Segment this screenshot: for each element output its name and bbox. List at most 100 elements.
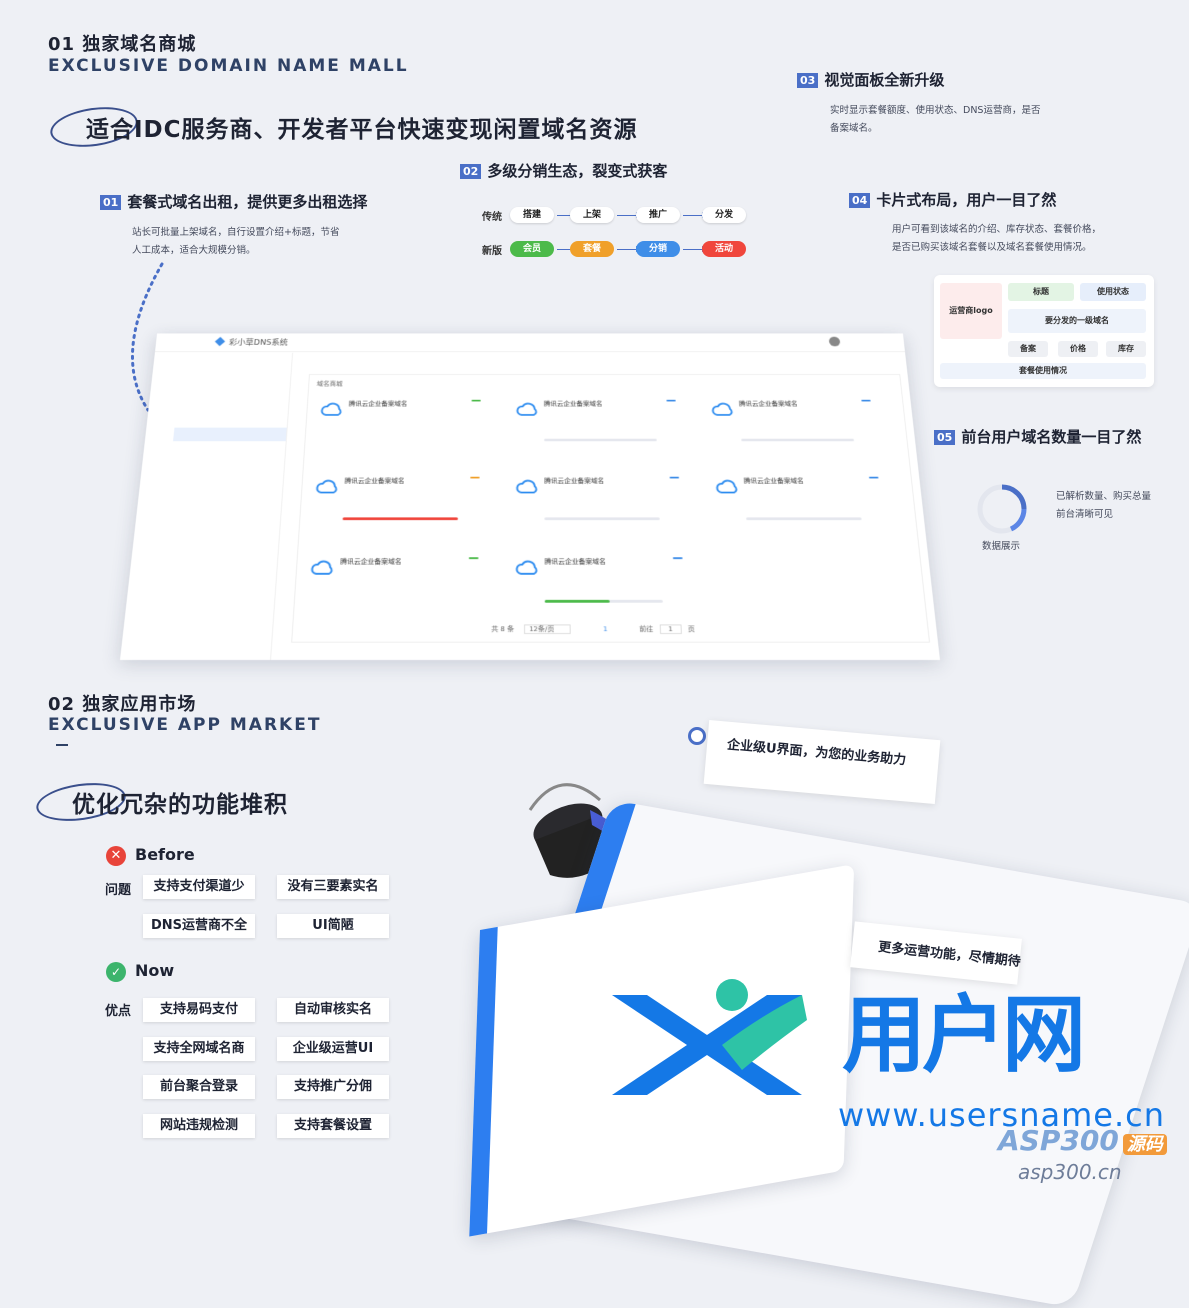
domain-card-title: 腾讯云企业备案域名 [543, 400, 603, 408]
card-status-slot: 使用状态 [1080, 283, 1146, 301]
section2-en-title: EXCLUSIVE APP MARKET [48, 715, 322, 735]
domain-card[interactable]: 腾讯云企业备案域名 [313, 475, 488, 537]
feature03-desc-line2: 备案域名。 [830, 123, 878, 134]
section1-en-title: EXCLUSIVE DOMAIN NAME MALL [48, 56, 409, 76]
pagination: 共 8 条 12条/页 1 前往 1 页 [491, 624, 695, 634]
cloud-icon [516, 478, 539, 494]
before-close-icon: ✕ [106, 846, 126, 866]
domain-card[interactable]: 腾讯云企业备案域名 [711, 398, 884, 457]
feature03-desc-line1: 实时显示套餐额度、使用状态、DNS运营商，是否 [830, 105, 1041, 116]
status-badge [470, 476, 480, 479]
now-label: Now [135, 961, 175, 980]
cloud-icon [711, 401, 734, 416]
cloud-icon [320, 401, 343, 416]
card-usage-slot: 套餐使用情况 [940, 363, 1146, 379]
dashboard-sidebar [150, 352, 294, 660]
feature01-desc: 站长可批量上架域名，自行设置介绍+标题，节省 人工成本，适合大规模分销。 [132, 224, 339, 260]
problem-tag: 支持支付渠道少 [143, 875, 255, 899]
brand-name: 用户网 [842, 986, 1086, 1084]
advantage-tag: 前台聚合登录 [143, 1075, 255, 1099]
card-title-slot: 标题 [1008, 283, 1074, 301]
usage-bar [544, 438, 657, 442]
card-domain-slot: 要分发的一级域名 [1008, 309, 1146, 333]
feature05-badge: 05 [934, 430, 956, 445]
pager-current[interactable]: 1 [602, 625, 608, 634]
advantage-label: 优点 [105, 1004, 132, 1019]
pager-goto-label: 前往 [639, 625, 654, 634]
pager-total: 共 8 条 [491, 625, 515, 634]
domain-card[interactable]: 腾讯云企业备案域名 [515, 555, 693, 620]
avatar[interactable] [828, 336, 841, 347]
pager-size-select[interactable]: 12条/页 [524, 624, 572, 634]
asp-brand-text: ASP300 [998, 1124, 1119, 1157]
feature01-desc-line2: 人工成本，适合大规模分销。 [132, 245, 256, 256]
donut-chart-icon [977, 484, 1027, 534]
divider [56, 744, 68, 746]
advantage-tag: 网站违规检测 [143, 1114, 255, 1138]
advantage-tag: 支持推广分佣 [277, 1075, 389, 1099]
domain-card[interactable]: 腾讯云企业备案域名 [715, 475, 892, 537]
domain-card-title: 腾讯云企业备案域名 [344, 477, 405, 485]
feature05-desc-line1: 已解析数量、购买总量 [1056, 491, 1152, 502]
asp-brand-suffix: 源码 [1122, 1134, 1167, 1155]
feature02-header: 02 多级分销生态，裂变式获客 [460, 160, 667, 181]
advantage-tag: 企业级运营UI [277, 1037, 389, 1061]
flow-step-package: 套餐 [570, 241, 614, 257]
feature05-desc: 已解析数量、购买总量 前台清晰可见 [1056, 488, 1151, 524]
flow-step-distribute: 分发 [702, 207, 746, 223]
feature03-desc: 实时显示套餐额度、使用状态、DNS运营商，是否 备案域名。 [830, 102, 1040, 138]
domain-card-title: 腾讯云企业备案域名 [738, 400, 798, 408]
section1-slogan: 适合IDC服务商、开发者平台快速变现闲置域名资源 [86, 117, 638, 143]
status-badge [672, 557, 683, 560]
flow-step-promote: 推广 [636, 207, 680, 223]
feature01-title: 套餐式域名出租，提供更多出租选择 [127, 193, 368, 211]
feature01-header: 01 套餐式域名出租，提供更多出租选择 [100, 191, 367, 212]
callout-pin-icon [688, 727, 706, 745]
domain-card[interactable]: 腾讯云企业备案域名 [516, 475, 690, 537]
domain-card-title: 腾讯云企业备案域名 [544, 558, 606, 566]
card-price-slot: 价格 [1058, 341, 1098, 357]
feature05-desc-line2: 前台清晰可见 [1056, 509, 1114, 520]
status-badge [669, 476, 680, 479]
advantage-tag: 支持全网域名商 [143, 1037, 255, 1061]
cloud-icon [515, 559, 538, 576]
feature02-title: 多级分销生态，裂变式获客 [487, 162, 668, 180]
feature04-desc-line1: 用户可看到该域名的介绍、库存状态、套餐价格， [892, 224, 1102, 235]
usage-bar [342, 517, 458, 521]
pager-goto-input[interactable]: 1 [659, 624, 682, 634]
domain-card[interactable]: 腾讯云企业备案域名 [516, 398, 686, 457]
problem-tag: UI简陋 [277, 914, 389, 938]
pager-unit: 页 [687, 625, 696, 634]
domain-card[interactable]: 腾讯云企业备案域名 [318, 398, 489, 457]
status-badge [861, 399, 871, 402]
callout-enterprise: 企业级U界面，为您的业务助力 [703, 720, 941, 804]
flow-step-member: 会员 [510, 241, 554, 257]
app-logo-icon [214, 336, 226, 347]
domain-card-title: 腾讯云企业备案域名 [544, 477, 605, 485]
cloud-icon [715, 478, 739, 494]
usage-bar [746, 517, 862, 521]
problem-tag: DNS运营商不全 [143, 914, 255, 938]
card-stock-slot: 库存 [1106, 341, 1146, 357]
feature02-badge: 02 [460, 164, 482, 179]
status-badge [868, 476, 879, 479]
feature04-desc-line2: 是否已购买该域名套餐以及域名套餐使用情况。 [892, 242, 1092, 253]
feature01-badge: 01 [100, 195, 122, 210]
feature04-badge: 04 [849, 193, 871, 208]
card-record-slot: 备案 [1008, 341, 1048, 357]
asp-url: asp300.cn [1018, 1160, 1122, 1184]
card-layout-diagram: 运营商logo 标题 使用状态 要分发的一级域名 备案 价格 库存 套餐使用情况 [934, 275, 1154, 387]
flow-row2-label: 新版 [482, 246, 502, 257]
feature03-title: 视觉面板全新升级 [824, 71, 945, 89]
domain-card[interactable]: 腾讯云企业备案域名 [307, 555, 486, 620]
dotted-connector [131, 262, 164, 412]
sidebar-item-active[interactable] [173, 427, 287, 442]
usage-bar [544, 517, 660, 521]
section2-number-title: 02 独家应用市场 [48, 694, 197, 715]
status-badge [666, 399, 676, 402]
usage-bar [544, 599, 663, 603]
